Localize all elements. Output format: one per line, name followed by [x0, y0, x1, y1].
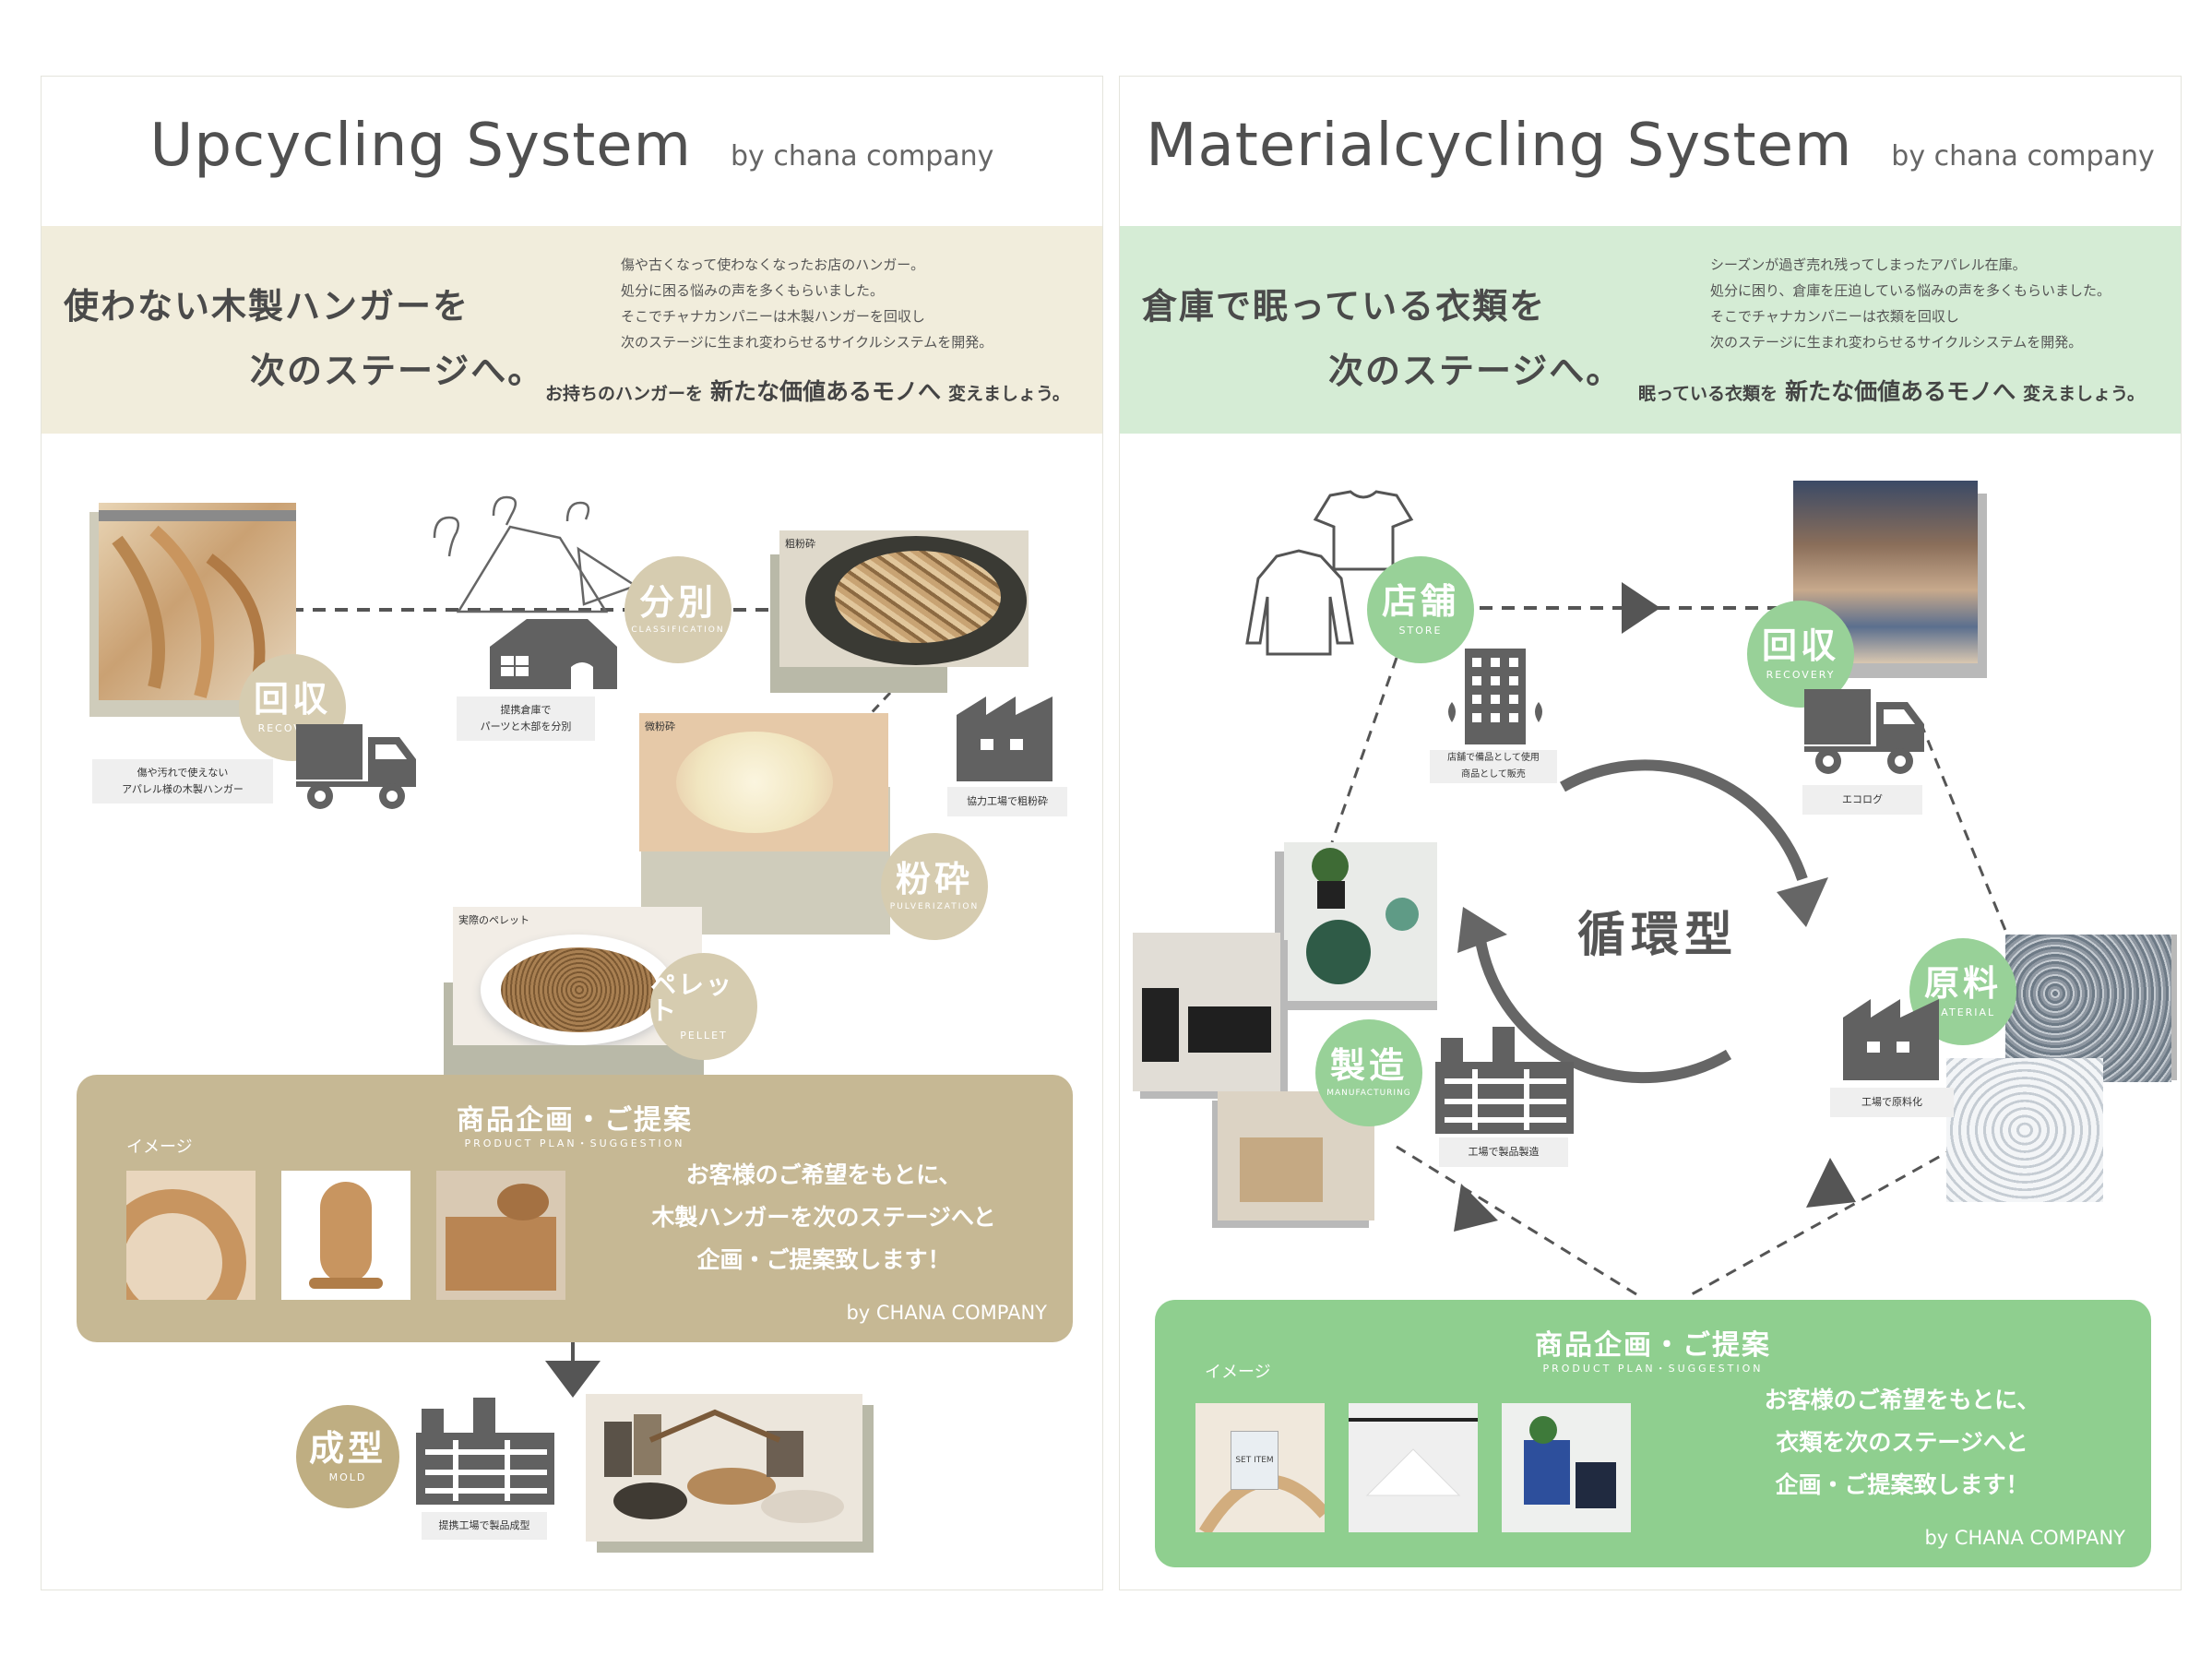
- product-photo-2: [1349, 1403, 1478, 1532]
- cycle-label: 循環型: [1577, 908, 1739, 963]
- product-plan-box: 商品企画・ご提案 PRODUCT PLAN・SUGGESTION イメージ SE…: [1155, 1300, 2151, 1567]
- product-photo-3: [436, 1171, 565, 1300]
- step-pulverization: 粉砕 PULVERIZATION: [881, 833, 988, 940]
- plan-text: お客様のご希望をもとに、 木製ハンガーを次のステージへと 企画・ご提案致します！: [651, 1161, 996, 1273]
- headline-line1: 倉庫で眠っている衣類を: [1142, 286, 1547, 327]
- step-material: 原料 MATERIAL: [1909, 938, 2016, 1045]
- headline-line1: 使わない木製ハンガーを: [64, 286, 470, 327]
- page-title: Materialcycling System: [1146, 112, 1853, 180]
- warehouse-icon: [490, 619, 617, 689]
- truck-icon: [1804, 689, 1924, 774]
- tag-material-factory: 工場で原料化: [1830, 1088, 1954, 1117]
- tag-ecolog: エコログ: [1802, 785, 1922, 815]
- plan-title: 商品企画・ご提案: [457, 1104, 693, 1137]
- description: 傷や古くなって使わなくなったお店のハンガー。 処分に困る悩みの声を多くもらいまし…: [621, 256, 993, 351]
- material-pellets-photo: [1946, 1058, 2103, 1202]
- tag-store: 店舗で備品として使用 商品として販売: [1430, 750, 1557, 783]
- step-manufacturing: 製造 MANUFACTURING: [1315, 1019, 1422, 1126]
- tshirt-icon: [1313, 490, 1414, 571]
- materialcycling-panel: Materialcycling System by chana company 倉…: [1119, 76, 2182, 1590]
- material-granite-photo: [2005, 935, 2171, 1082]
- cycle-lines: [1330, 582, 2025, 1296]
- plan-title: 商品企画・ご提案: [1535, 1329, 1771, 1362]
- plan-subtitle: PRODUCT PLAN・SUGGESTION: [464, 1137, 685, 1149]
- product-photo-1: SET ITEM: [1195, 1403, 1325, 1532]
- image-label: イメージ: [1205, 1363, 1271, 1382]
- product-tray-photo: [1133, 933, 1280, 1091]
- upcycling-panel: Upcycling System by chana company 使わない木製ハ…: [41, 76, 1103, 1590]
- title-row: Upcycling System by chana company: [42, 112, 1102, 195]
- coarse-chips-photo: 粗粉砕: [779, 530, 1029, 667]
- call-to-action: 眠っている衣類を新たな価値あるモノへ変えましょう。: [1638, 378, 2145, 405]
- tag-hangers: 傷や汚れで使えない アパレル様の木製ハンガー: [92, 759, 273, 804]
- description: シーズンが過ぎ売れ残ってしまったアパレル在庫。 処分に困り、倉庫を圧迫している悩…: [1710, 256, 2111, 351]
- tag-factory-coarse: 協力工場で粗粉砕: [947, 787, 1067, 816]
- building-icon: [1448, 649, 1542, 744]
- step-pellet: ペレット PELLET: [650, 953, 757, 1060]
- plan-text: お客様のご希望をもとに、 衣類を次のステージへと 企画・ご提案致します！: [1764, 1387, 2040, 1498]
- intro-band: 倉庫で眠っている衣類を 次のステージへ。 シーズンが過ぎ売れ残ってしまったアパレ…: [1120, 226, 2181, 434]
- molded-products-photo: [586, 1394, 862, 1542]
- factory-building-icon: [1435, 1027, 1574, 1134]
- factory-icon: [1843, 999, 1939, 1080]
- image-label: イメージ: [126, 1137, 193, 1157]
- product-photo-2: [281, 1171, 410, 1300]
- hanger-outline-icon: [433, 495, 638, 613]
- tag-manufacturing-factory: 工場で製品製造: [1439, 1137, 1568, 1167]
- product-plan-box: 商品企画・ご提案 PRODUCT PLAN・SUGGESTION イメージ お客…: [77, 1075, 1073, 1342]
- plan-byline: by CHANA COMPANY: [1924, 1527, 2125, 1549]
- fine-powder-photo: 微粉砕: [639, 713, 888, 851]
- factory-building-icon: [416, 1398, 554, 1505]
- call-to-action: お持ちのハンガーを新たな価値あるモノへ変えましょう。: [545, 378, 1070, 405]
- product-plant-photo: [1284, 842, 1437, 1001]
- headline-line2: 次のステージへ。: [250, 351, 545, 391]
- truck-icon: [296, 724, 416, 809]
- product-photo-1: [126, 1171, 256, 1300]
- hangers-photo: [99, 503, 296, 700]
- tag-factory-mold: 提携工場で製品成型: [422, 1512, 547, 1540]
- plan-byline: by CHANA COMPANY: [846, 1302, 1047, 1324]
- sweater-icon: [1245, 549, 1354, 656]
- byline: by chana company: [731, 140, 994, 173]
- step-classification: 分別 CLASSIFICATION: [624, 556, 731, 663]
- factory-icon: [957, 697, 1052, 781]
- headline-line2: 次のステージへ。: [1328, 351, 1623, 391]
- plan-subtitle: PRODUCT PLAN・SUGGESTION: [1542, 1363, 1764, 1375]
- intro-band: 使わない木製ハンガーを 次のステージへ。 傷や古くなって使わなくなったお店のハン…: [42, 226, 1102, 434]
- step-store: 店舗 STORE: [1367, 556, 1474, 663]
- product-photo-3: [1502, 1403, 1631, 1532]
- title-row: Materialcycling System by chana company: [1120, 112, 2181, 195]
- byline: by chana company: [1891, 140, 2155, 173]
- step-mold: 成型 MOLD: [296, 1405, 399, 1508]
- page-title: Upcycling System: [149, 112, 693, 180]
- tag-warehouse: 提携倉庫で パーツと木部を分別: [457, 697, 595, 741]
